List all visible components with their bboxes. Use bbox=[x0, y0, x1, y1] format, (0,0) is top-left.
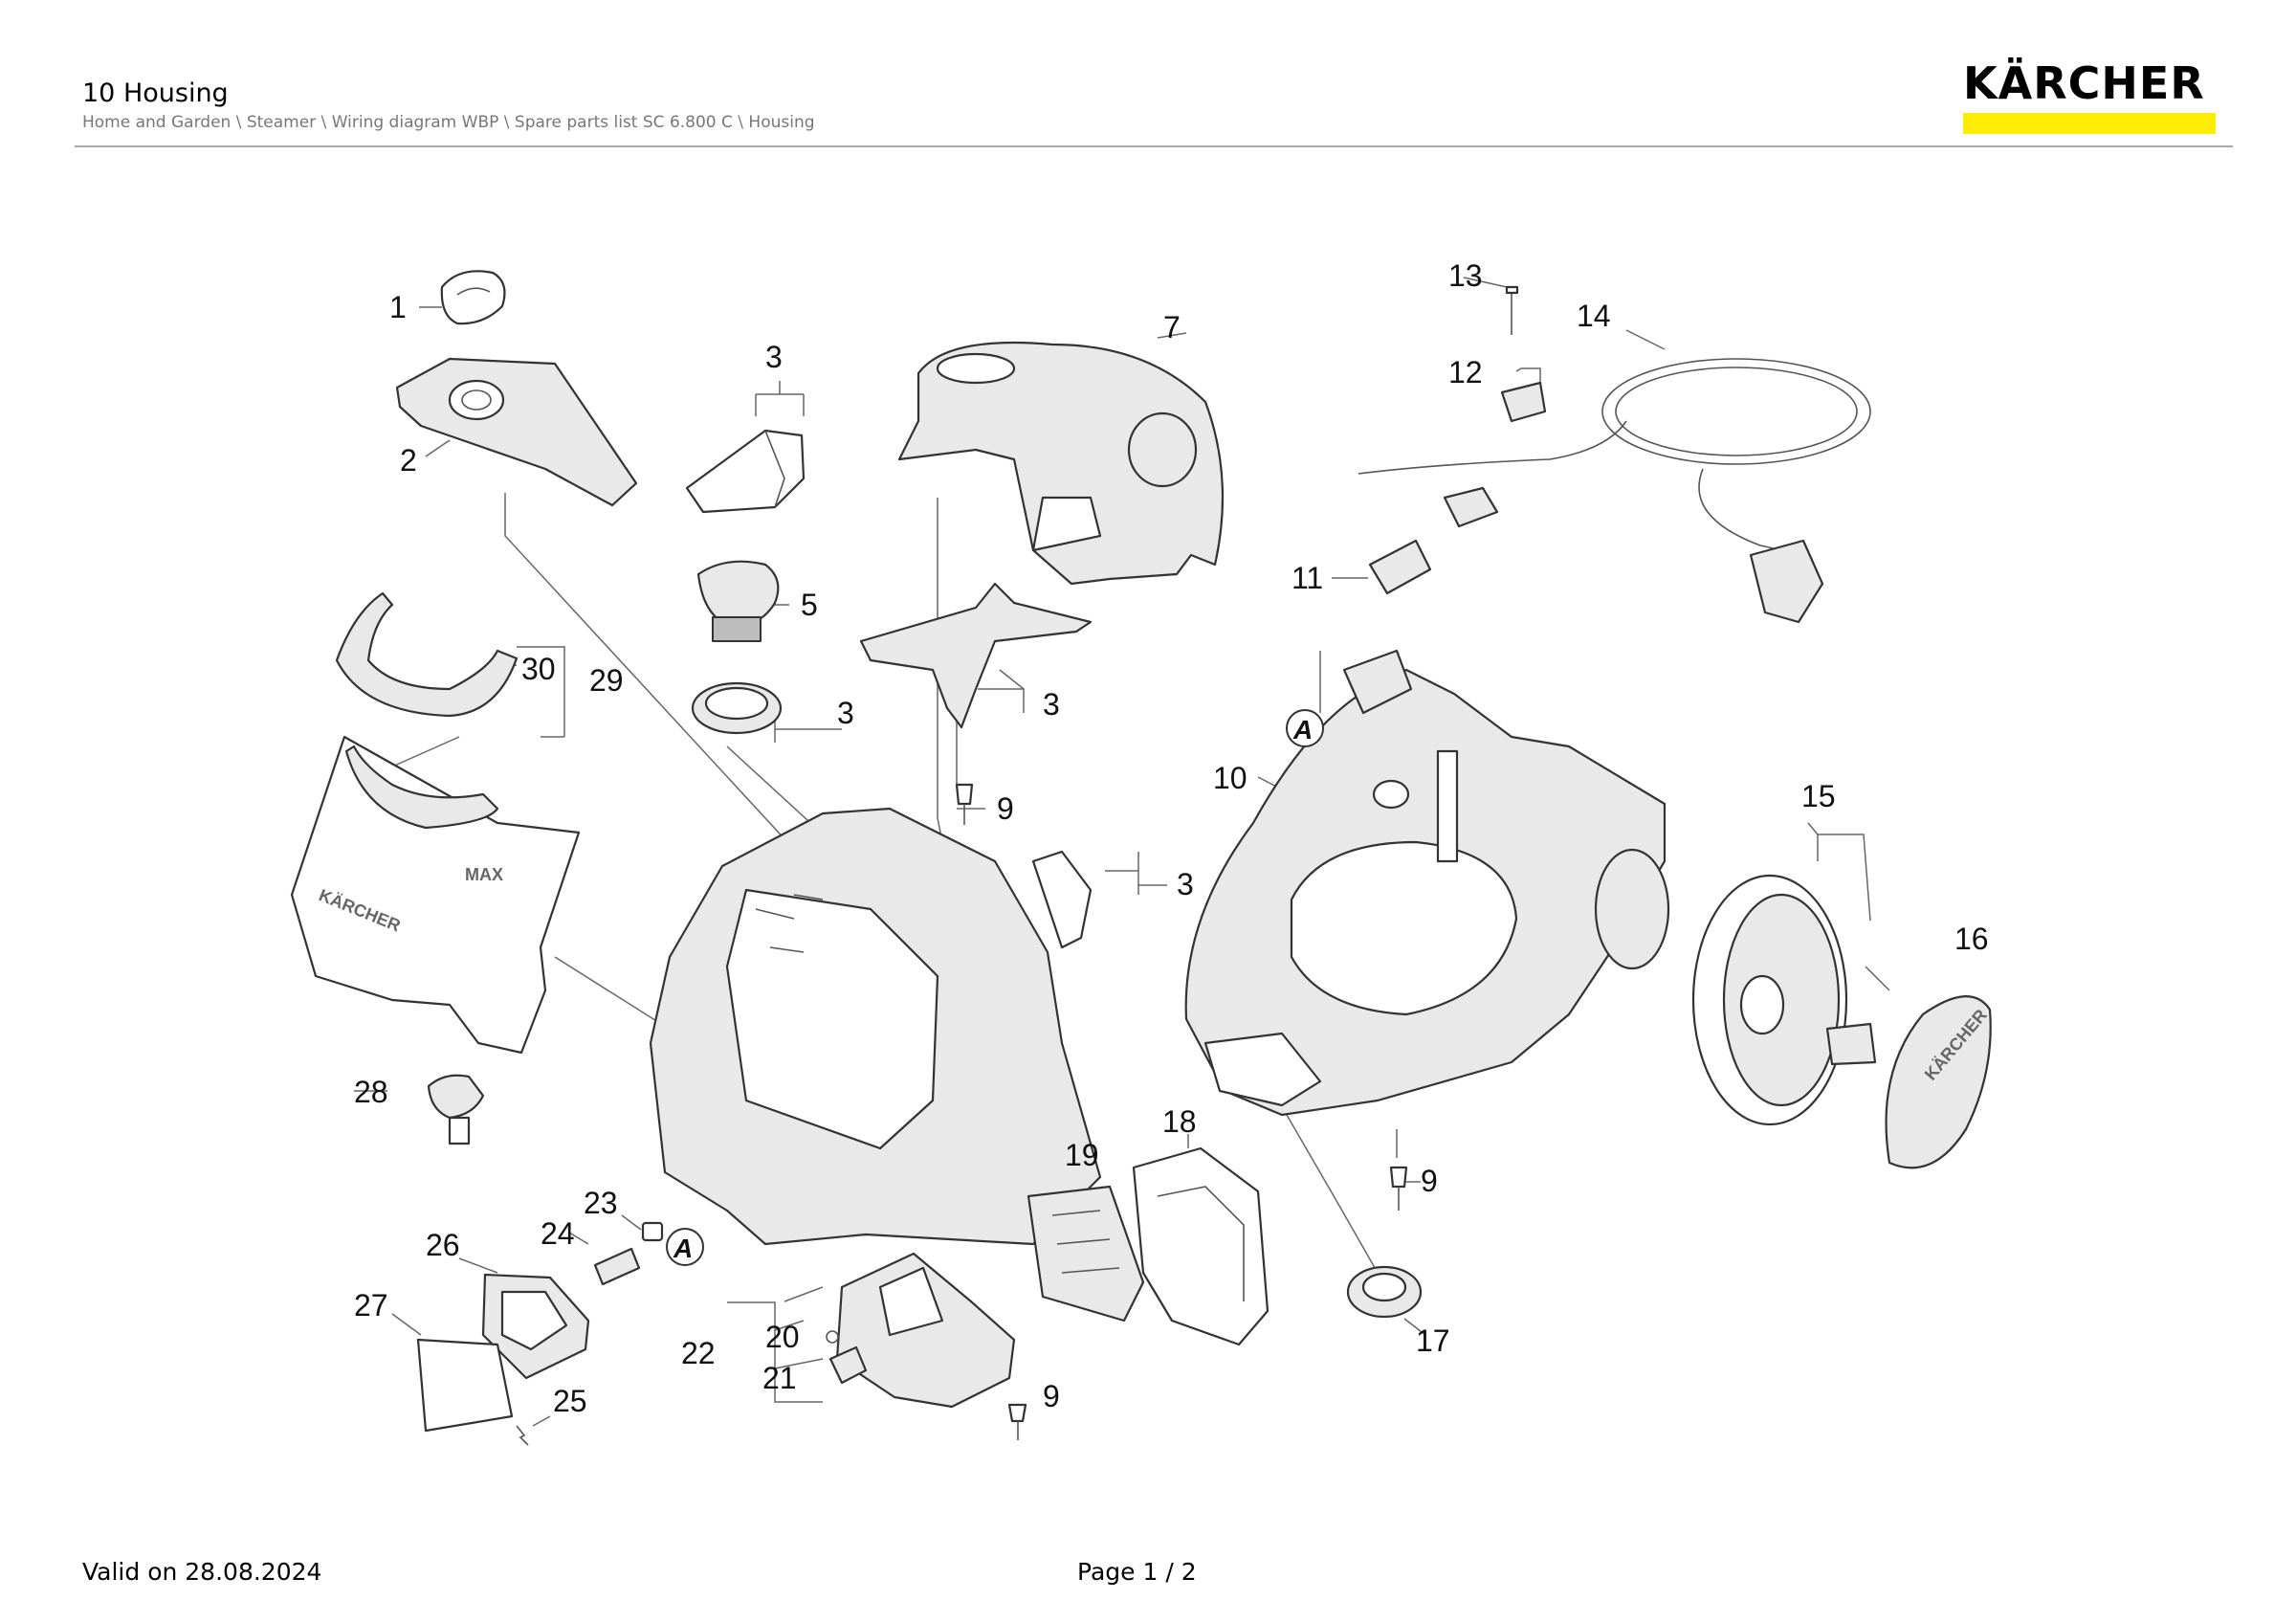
part-knob-1 bbox=[440, 270, 506, 325]
brand-name: KÄRCHER bbox=[1963, 57, 2205, 109]
part-lid-30 bbox=[335, 591, 519, 718]
part-wheel-15 bbox=[1691, 874, 1848, 1126]
footer-valid-date: Valid on 28.08.2024 bbox=[82, 1558, 322, 1586]
callout-15: 15 bbox=[1801, 779, 1836, 813]
part-seal-ring-3 bbox=[691, 681, 783, 735]
part-connector-23 bbox=[641, 1221, 664, 1242]
part-spring-25 bbox=[516, 1425, 529, 1446]
callout-23: 23 bbox=[584, 1186, 618, 1220]
breadcrumb: Home and Garden \ Steamer \ Wiring diagr… bbox=[82, 113, 815, 132]
callout-11: 11 bbox=[1292, 561, 1323, 595]
marker-a-right-text: A bbox=[1292, 715, 1313, 745]
part-wheel-cover-16: KÄRCHER bbox=[1885, 995, 1992, 1169]
part-axle-15 bbox=[1825, 1022, 1877, 1066]
part-screw-13 bbox=[1505, 285, 1519, 335]
header-divider bbox=[75, 145, 2233, 147]
part-wheel-hub-10 bbox=[1594, 848, 1670, 970]
callout-19: 19 bbox=[1065, 1138, 1099, 1172]
callout-26: 26 bbox=[426, 1228, 460, 1262]
part-cap-3 bbox=[685, 429, 806, 514]
part-valve-5 bbox=[696, 560, 780, 642]
callout-7: 7 bbox=[1163, 310, 1181, 345]
part-cover-plate-2 bbox=[395, 357, 638, 507]
part-base-10 bbox=[1184, 668, 1667, 1117]
part-frame-bracket-3 bbox=[859, 582, 1093, 729]
tank-max-label: MAX bbox=[465, 865, 503, 884]
brand-bar bbox=[1963, 113, 2216, 134]
part-microswitch-21 bbox=[828, 1345, 868, 1385]
callout-30: 30 bbox=[521, 652, 556, 686]
part-pin-24 bbox=[593, 1247, 641, 1286]
callout-18: 18 bbox=[1162, 1104, 1197, 1139]
callout-17: 17 bbox=[1416, 1323, 1450, 1358]
marker-a-left: A bbox=[666, 1228, 704, 1266]
marker-a-left-text: A bbox=[673, 1234, 693, 1263]
callout-16: 16 bbox=[1954, 922, 1989, 956]
part-plug-11 bbox=[1342, 539, 1432, 715]
callout-9a: 9 bbox=[997, 791, 1014, 826]
page-title: 10 Housing bbox=[82, 78, 229, 108]
callout-2: 2 bbox=[400, 443, 417, 478]
callout-25: 25 bbox=[553, 1384, 587, 1418]
part-upper-housing-7 bbox=[897, 341, 1225, 586]
part-flap-27 bbox=[416, 1338, 514, 1433]
callout-3d: 3 bbox=[1177, 867, 1194, 901]
callout-9c: 9 bbox=[1421, 1164, 1438, 1198]
callout-3a: 3 bbox=[765, 340, 783, 374]
part-power-cord-14 bbox=[1358, 358, 1871, 624]
marker-a-right: A bbox=[1286, 709, 1324, 747]
footer-page-number: Page 1 / 2 bbox=[1077, 1558, 1197, 1586]
callout-29: 29 bbox=[589, 663, 624, 698]
part-clip-12 bbox=[1500, 381, 1547, 423]
part-main-housing bbox=[649, 807, 1102, 1246]
part-screw-9c bbox=[1389, 1166, 1408, 1211]
callout-10: 10 bbox=[1213, 761, 1247, 795]
callout-3c: 3 bbox=[1043, 687, 1060, 722]
callout-27: 27 bbox=[354, 1288, 388, 1323]
part-pcb-holder-18 bbox=[1132, 1146, 1269, 1346]
brand-logo: KÄRCHER bbox=[1963, 61, 2216, 134]
part-water-tank-29: KÄRCHER MAX bbox=[290, 735, 581, 1055]
callout-numbers: 1 2 3 5 3 3 7 9 3 30 29 28 23 24 26 27 2… bbox=[354, 258, 1989, 1418]
callout-20: 20 bbox=[765, 1320, 800, 1354]
part-switch-28 bbox=[427, 1074, 485, 1145]
callout-28: 28 bbox=[354, 1075, 388, 1109]
callout-24: 24 bbox=[541, 1216, 575, 1251]
callout-9b: 9 bbox=[1043, 1379, 1060, 1413]
part-screw-9b bbox=[1007, 1403, 1027, 1440]
part-o-ring-20 bbox=[826, 1330, 839, 1344]
callout-3b: 3 bbox=[837, 696, 854, 730]
part-pcb-19 bbox=[1027, 1185, 1145, 1323]
callout-1: 1 bbox=[389, 290, 407, 324]
callout-5: 5 bbox=[801, 588, 818, 622]
part-screw-9 bbox=[955, 783, 974, 825]
callout-13: 13 bbox=[1448, 258, 1483, 293]
callout-22: 22 bbox=[681, 1336, 716, 1370]
callout-21: 21 bbox=[762, 1361, 797, 1395]
part-foot-17 bbox=[1346, 1265, 1423, 1319]
callout-14: 14 bbox=[1577, 299, 1611, 333]
part-valve-block-22 bbox=[835, 1252, 1016, 1409]
callout-12: 12 bbox=[1448, 355, 1483, 389]
part-socket-26 bbox=[481, 1273, 590, 1380]
